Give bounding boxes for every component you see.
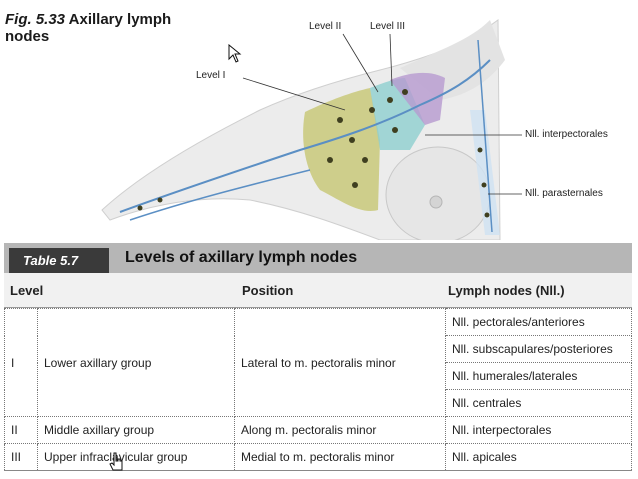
cell-group: Middle axillary group	[37, 416, 235, 444]
cell-level: I	[4, 308, 38, 417]
hand-pointer-icon	[109, 452, 123, 471]
nipple-shape	[429, 195, 443, 209]
table-column-headers: Level Position Lymph nodes (Nll.)	[4, 273, 632, 308]
column-header-position: Position	[242, 283, 294, 298]
level-3-region	[390, 72, 445, 125]
label-level-3: Level III	[370, 21, 406, 32]
table-header-bar: Table 5.7 Levels of axillary lymph nodes	[4, 243, 632, 273]
level-1-region	[303, 88, 380, 211]
table-number: Table 5.7	[9, 248, 109, 273]
vessel-line	[477, 39, 493, 233]
cell-level: III	[4, 443, 38, 471]
cell-node: Nll. subscapulares/posteriores	[445, 335, 632, 363]
column-header-level: Level	[10, 283, 44, 298]
label-level-2: Level II	[309, 21, 342, 32]
figure-number: Fig. 5.33	[5, 11, 66, 28]
table-body: I Lower axillary group Lateral to m. pec…	[4, 308, 632, 471]
table-row: I Lower axillary group Lateral to m. pec…	[4, 308, 632, 417]
figure-title-line1: Axillary lymph	[68, 11, 172, 28]
cell-group: Lower axillary group	[37, 308, 235, 417]
cell-group: Upper infraclavicular group	[37, 443, 235, 471]
column-header-nodes: Lymph nodes (Nll.)	[448, 283, 565, 298]
cell-node: Nll. pectorales/anteriores	[445, 308, 632, 336]
parasternal-band	[470, 110, 500, 235]
axillary-illustration	[101, 19, 522, 240]
vessel-line	[119, 59, 491, 213]
table-row: II Middle axillary group Along m. pector…	[4, 416, 632, 444]
label-level-1: Level I	[196, 70, 226, 81]
lymph-nodes	[137, 89, 490, 218]
cell-node: Nll. interpectorales	[445, 416, 632, 444]
cell-position: Lateral to m. pectoralis minor	[234, 308, 446, 417]
cell-position: Medial to m. pectoralis minor	[234, 443, 446, 471]
cell-node: Nll. centrales	[445, 389, 632, 417]
table-row: Nll. subscapulares/posteriores	[5, 335, 632, 363]
breast-shape	[385, 146, 491, 240]
figure-title: Fig. 5.33 Axillary lymph nodes	[5, 11, 171, 45]
cell-node: Nll. apicales	[445, 443, 632, 471]
table-row: Nll. centrales	[5, 389, 632, 417]
table-title: Levels of axillary lymph nodes	[125, 249, 358, 266]
cell-level: II	[4, 416, 38, 444]
cell-node: Nll. humerales/laterales	[445, 362, 632, 390]
vessel-line	[129, 169, 311, 221]
figure-title-line2: nodes	[5, 28, 50, 45]
label-parasternal: Nll. parasternales	[525, 188, 603, 199]
table-row: Nll. humerales/laterales	[5, 362, 632, 390]
levels-table: Table 5.7 Levels of axillary lymph nodes…	[4, 243, 632, 471]
mouse-pointer-icon	[228, 44, 242, 63]
cell-position: Along m. pectoralis minor	[234, 416, 446, 444]
label-interpectoral: Nll. interpectorales	[525, 129, 608, 140]
table-row: III Upper infraclavicular group Medial t…	[4, 443, 632, 471]
